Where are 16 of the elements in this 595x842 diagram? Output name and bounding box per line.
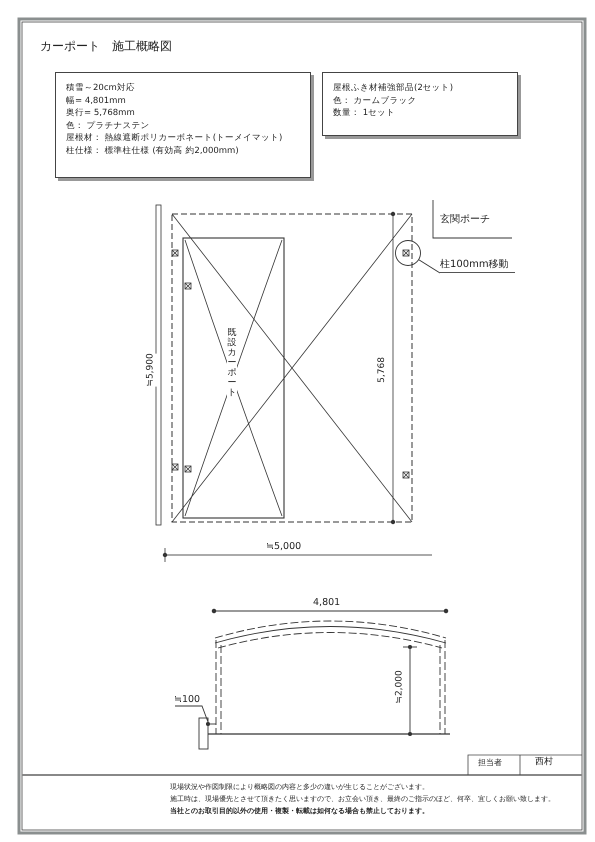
dimension-text: ≒5,900 [146, 353, 157, 387]
highlight-circle [395, 240, 421, 266]
dimension-text: 4,801 [313, 598, 340, 608]
dimension-text: 5,768 [378, 357, 388, 383]
callout-text: 柱100mm移動 [440, 257, 515, 273]
table-cell: 西村 [535, 758, 553, 768]
leader-line [418, 259, 440, 274]
dimension-text: ≒100 [174, 695, 200, 706]
spec-box: 積雪～20cm対応 幅= 4,801mm 奥行= 5,768mm 色： プラチナステン 屋根材： 熱線遮断ポリカーボネート(トーメイマット) 柱仕様： 標準柱仕様 (有効高 約2,000mm) [55, 72, 311, 178]
area-label: 玄関ポーチ [440, 214, 490, 225]
dimension-text: ≒5,000 [266, 542, 302, 552]
dimension-text: ≒2,000 [396, 670, 406, 704]
parts-box: 屋根ふき材補強部品(2セット) 色： カームブラック 数量： 1セット [322, 72, 518, 136]
diagram-title: カーポート 施工概略図 [40, 38, 172, 55]
area-label: 既設カーポート [227, 328, 237, 398]
table-cell: 担当者 [478, 759, 502, 768]
